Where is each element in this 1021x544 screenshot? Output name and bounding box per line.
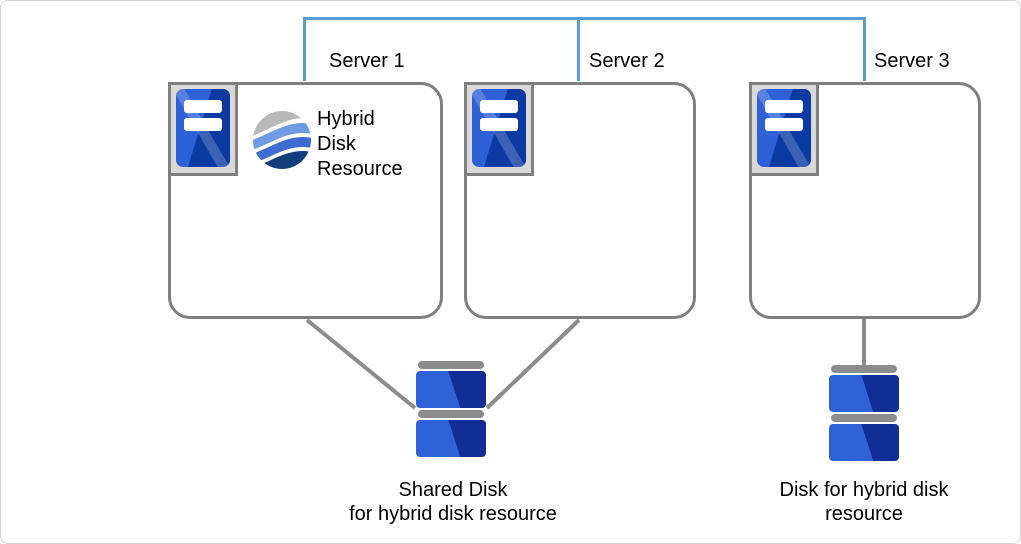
server-slot <box>765 100 803 113</box>
server-2-icon <box>464 82 534 176</box>
disk-platter <box>829 375 899 412</box>
shared-disk-caption-line-2: for hybrid disk resource <box>349 503 557 525</box>
sphere-band-gray <box>253 111 311 136</box>
server-slot <box>184 100 222 113</box>
server-slot <box>184 118 222 131</box>
shared-disk-caption: Shared Disk for hybrid disk resource <box>303 478 603 526</box>
server-2-label: Server 2 <box>589 50 665 72</box>
sphere-band-light-blue <box>253 123 311 150</box>
shared-disk-icon <box>416 361 486 457</box>
server-slot <box>480 118 518 131</box>
server1-shared-disk-line <box>305 318 417 410</box>
shared-disk-caption-line-1: Shared Disk <box>398 479 508 501</box>
hybrid-disk-resource-label: Hybrid Disk Resource <box>317 107 403 182</box>
disk-bar <box>831 414 897 422</box>
disk-cap <box>831 365 897 373</box>
hybrid-resource-line-1: Hybrid <box>317 108 375 130</box>
server-2-box <box>464 82 696 319</box>
hybrid-disk-caption: Disk for hybrid disk resource <box>744 478 984 526</box>
server-3-label: Server 3 <box>874 50 950 72</box>
server-3-icon <box>749 82 819 176</box>
sphere-band-mid-blue <box>253 137 311 164</box>
hybrid-disk-caption-line-2: resource <box>825 503 903 525</box>
server-tower-icon <box>176 89 230 167</box>
disk-bar <box>418 410 484 418</box>
disk-cap <box>418 361 484 369</box>
hybrid-disk-icon <box>829 365 899 461</box>
server2-shared-disk-line <box>485 318 581 410</box>
hybrid-resource-line-2: Disk <box>317 133 356 155</box>
disk-platter <box>829 424 899 461</box>
hybrid-resource-line-3: Resource <box>317 158 403 180</box>
disk-platter <box>416 371 486 408</box>
server-tower-icon <box>757 89 811 167</box>
server-1-label: Server 1 <box>329 50 405 72</box>
server-slot <box>765 118 803 131</box>
server-tower-icon <box>472 89 526 167</box>
server-1-icon <box>168 82 238 176</box>
server-slot <box>480 100 518 113</box>
disk-platter <box>416 420 486 457</box>
hybrid-disk-caption-line-1: Disk for hybrid disk <box>779 479 949 501</box>
hybrid-disk-resource-icon <box>253 111 311 169</box>
heartbeat-network-line <box>303 17 866 81</box>
